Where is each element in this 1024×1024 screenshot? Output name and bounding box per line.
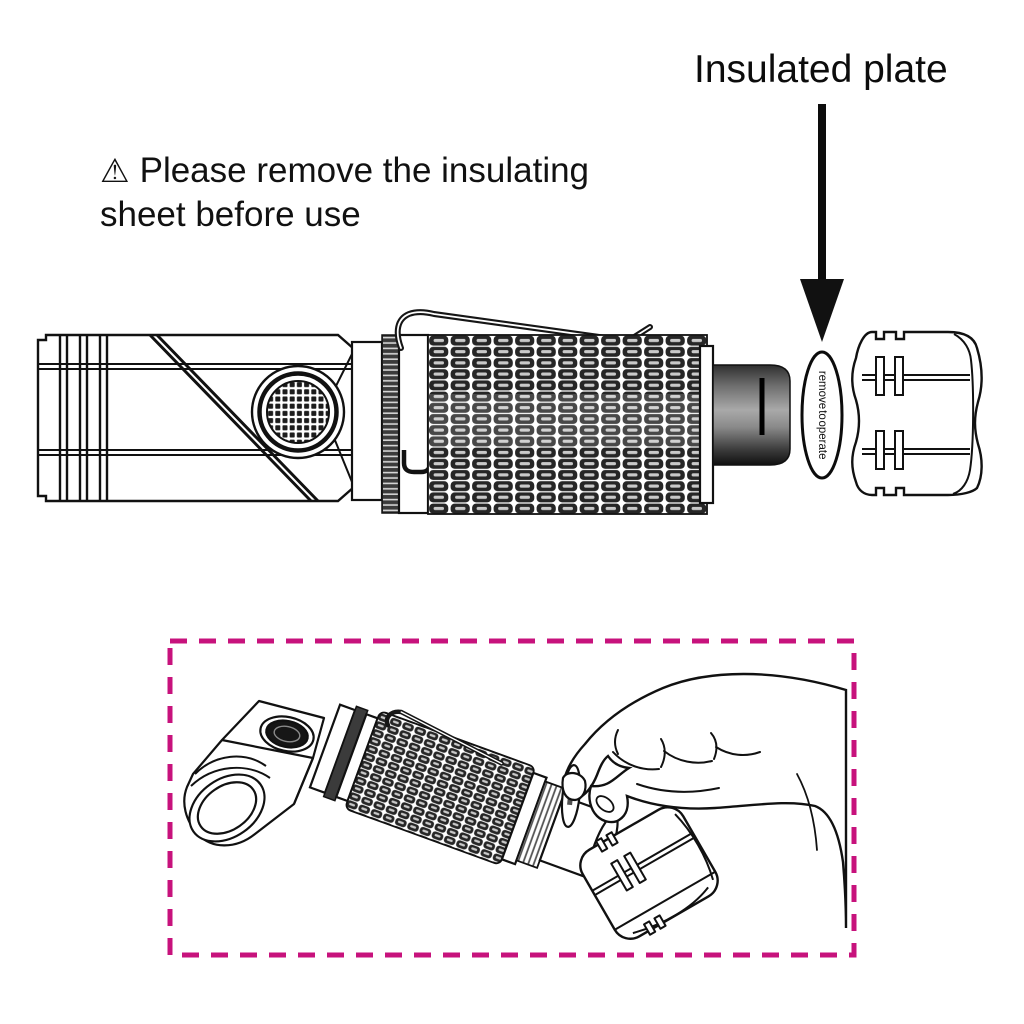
tail-cap-3d (579, 806, 719, 940)
flashlight-exploded-view: remove to operate (36, 309, 983, 515)
flashlight-head (36, 333, 356, 503)
panel-dashed-border (167, 638, 857, 958)
disc-word-operate: operate (816, 420, 828, 459)
index-fingertip (561, 771, 587, 802)
warning-triangle-icon: ⚠ (100, 152, 130, 189)
pocket-clip-3d (384, 709, 504, 766)
hand (562, 672, 848, 929)
flashlight-3d-body (308, 703, 619, 881)
battery (712, 364, 791, 466)
head-switch-button-3d (259, 715, 315, 753)
tail-cap (851, 330, 983, 497)
down-arrow-icon (800, 104, 844, 342)
insulated-plate-in-hand (560, 764, 615, 828)
flashlight-3d-head (183, 699, 326, 847)
warning-text-line1: Please remove the insulating (139, 151, 590, 190)
warning-text-line2: sheet before use (100, 195, 361, 234)
head-switch-button (250, 364, 346, 460)
usage-illustration (167, 638, 857, 958)
usage-panel (167, 638, 857, 958)
lens (188, 773, 266, 843)
insulated-plate-disc: remove to operate (800, 350, 844, 480)
insulated-plate-label: Insulated plate (694, 48, 948, 91)
body-tube (427, 334, 715, 515)
thumbnail (595, 795, 615, 813)
disc-word-to: to (816, 410, 828, 420)
warning-line-1: ⚠Please remove the insulating (100, 149, 589, 193)
disc-word-remove: remove (816, 371, 828, 409)
neck-and-clip-ring (350, 333, 433, 515)
pocket-clip (394, 309, 653, 351)
warning-note: ⚠Please remove the insulating sheet befo… (100, 149, 589, 237)
